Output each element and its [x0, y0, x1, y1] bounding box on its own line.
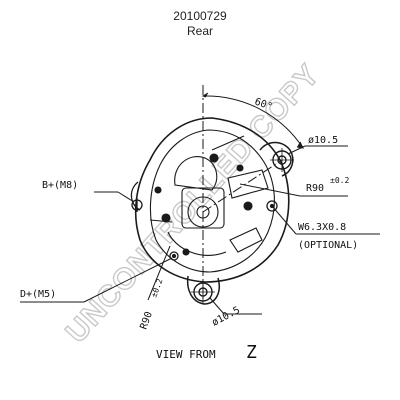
label-hole-bottom: ø10.5: [210, 305, 242, 329]
label-optional: (OPTIONAL): [298, 240, 358, 251]
label-terminal-w: W6.3X0.8: [298, 222, 346, 233]
label-view-letter: Z: [246, 342, 257, 363]
label-radius-right-tol: ±0.2: [330, 176, 349, 185]
label-radius-bottom: R90: [138, 310, 155, 331]
part-number: 20100729: [173, 9, 227, 23]
dimension-lines: [20, 85, 380, 315]
view-name: Rear: [186, 24, 213, 38]
watermark: UNCONTROLLED COPY: [60, 58, 327, 349]
label-radius-bottom-tol: ±0.2: [149, 277, 164, 298]
label-view-from: VIEW FROM: [156, 348, 216, 361]
terminal-d-plus: [169, 251, 179, 261]
label-radius-right: R90: [306, 183, 324, 194]
label-terminal-d: D+(M5): [20, 289, 56, 300]
label-hole-top: ø10.5: [308, 135, 338, 146]
label-terminal-b: B+(M8): [42, 180, 78, 191]
terminal-w: [266, 200, 278, 212]
alternator-housing: [130, 117, 294, 305]
terminal-b-plus: [131, 198, 143, 212]
